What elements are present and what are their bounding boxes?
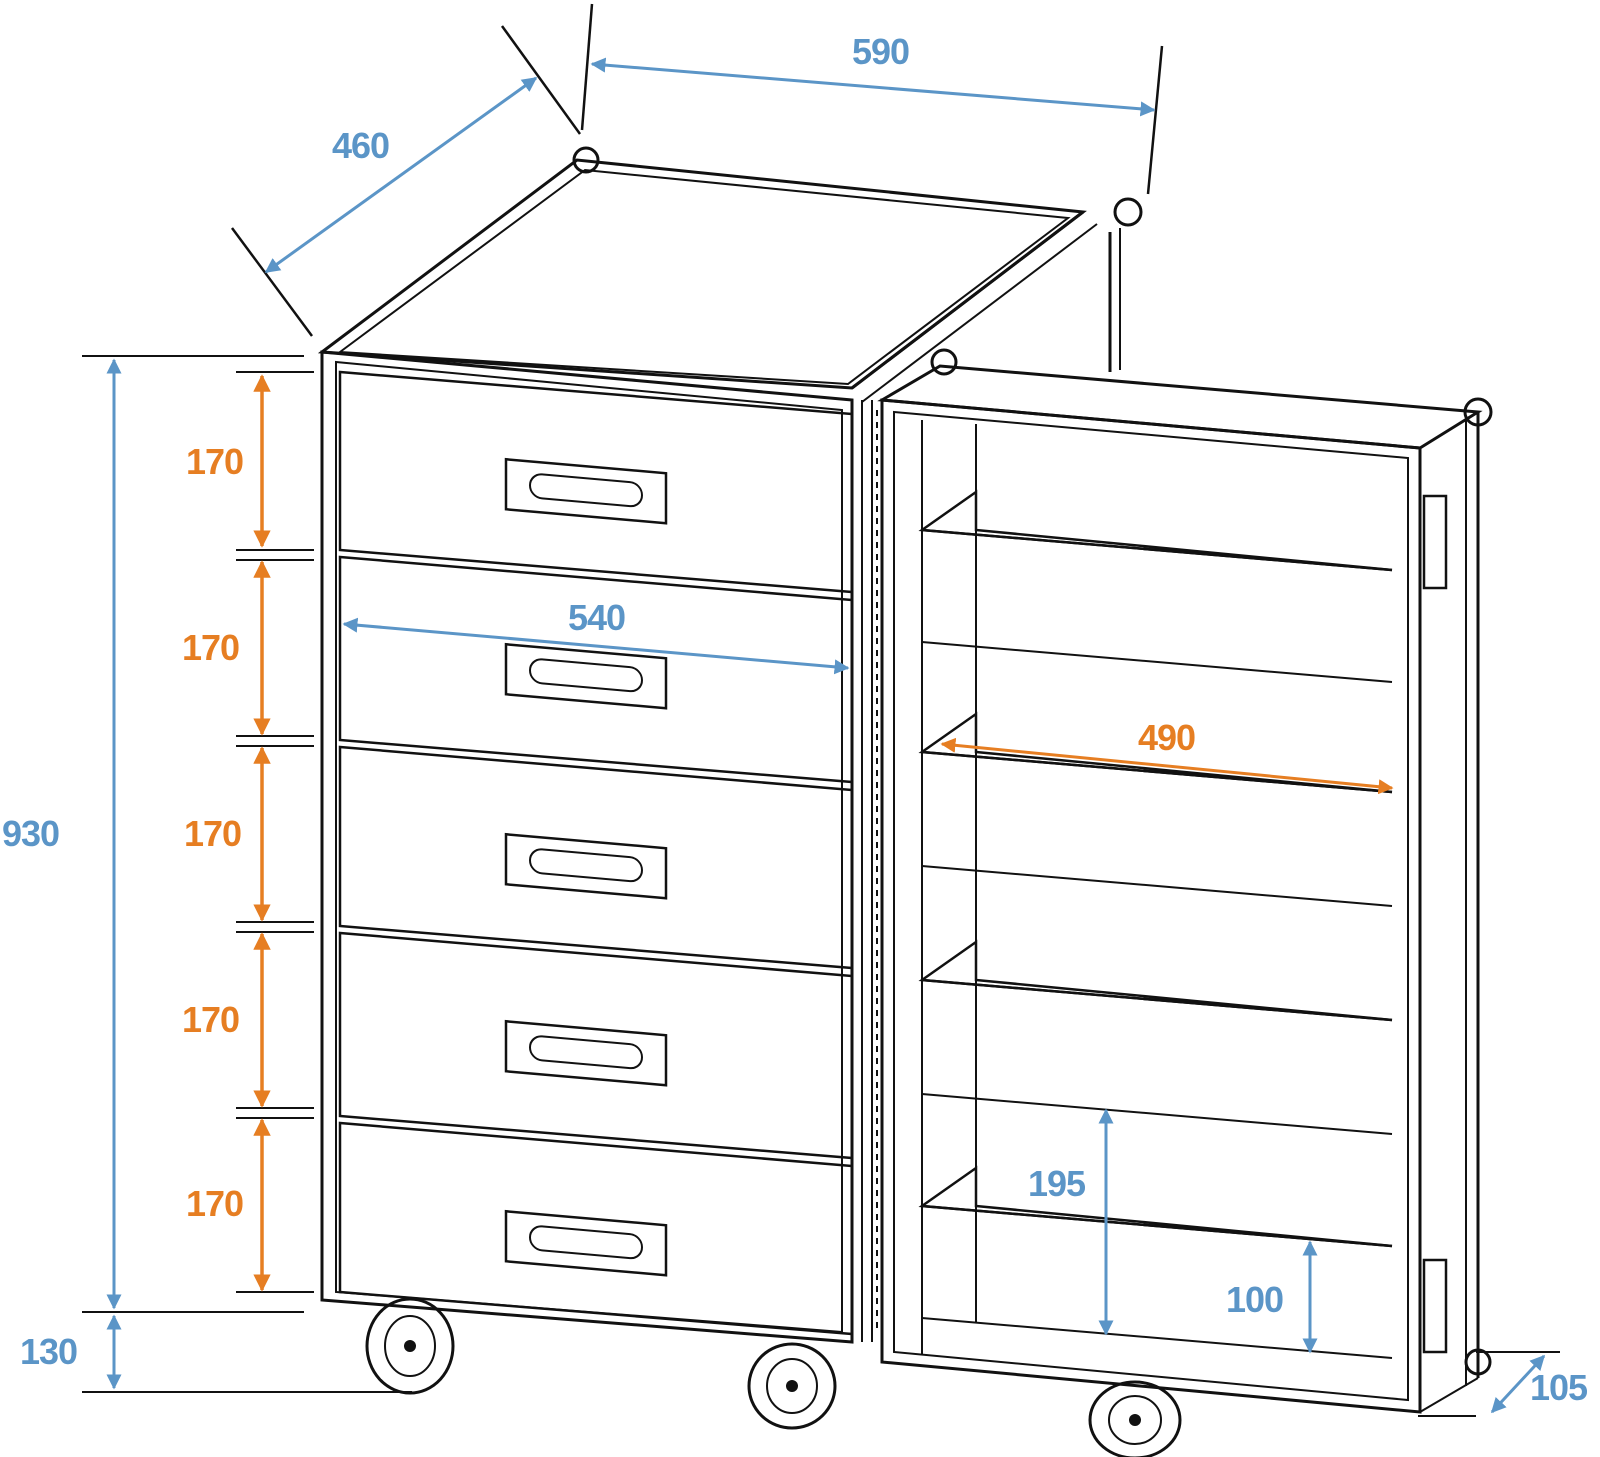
shelf-4 (918, 1165, 1393, 1359)
corner-ball-top-left (572, 146, 600, 174)
shelf-width-label: 490 (1138, 717, 1195, 758)
dimension-lines (82, 3, 1560, 1417)
open-lid-with-shelves (877, 348, 1493, 1457)
drawer-2-height-label: 170 (182, 627, 239, 668)
lid-depth-label: 105 (1530, 1367, 1588, 1408)
corner-ball-lid-top-left (930, 348, 958, 376)
drawer-handle[interactable] (504, 1019, 668, 1087)
latch-bottom[interactable] (1422, 1258, 1448, 1354)
drawer-handle[interactable] (504, 832, 668, 900)
drawer-cabinet (317, 146, 1143, 1430)
drawer-4-height-label: 170 (182, 999, 239, 1040)
corner-ball-lid-bottom-right (1464, 1348, 1492, 1376)
drawer-1[interactable] (338, 370, 854, 594)
drawer-handle[interactable] (504, 457, 668, 525)
caster-wheel-front-right (747, 1342, 837, 1430)
dimension-labels: 460 590 930 130 170 170 170 170 170 540 … (2, 31, 1589, 1408)
shelf-3 (918, 939, 1393, 1135)
drawer-5[interactable] (338, 1121, 854, 1336)
drawer-width-label: 540 (568, 597, 625, 638)
height-label: 930 (2, 813, 59, 854)
drawer-3[interactable] (338, 745, 854, 970)
shelf-1 (918, 489, 1393, 683)
caster-wheel-lid (1088, 1380, 1182, 1457)
shelf-lip-label: 100 (1226, 1279, 1283, 1320)
drawer-3-height-label: 170 (184, 813, 241, 854)
corner-ball-top-right (1113, 197, 1143, 227)
latch-top[interactable] (1422, 494, 1448, 590)
depth-label: 460 (332, 125, 389, 166)
corner-ball-lid-top-right (1463, 397, 1493, 427)
drawer-2[interactable] (338, 555, 854, 784)
shelf-spacing-label: 195 (1028, 1163, 1086, 1204)
drawer-handle[interactable] (504, 1209, 668, 1277)
drawer-4[interactable] (338, 931, 854, 1160)
width-label: 590 (852, 31, 909, 72)
drawer-5-height-label: 170 (186, 1183, 243, 1224)
caster-wheel-front-left (365, 1297, 455, 1395)
wheel-height-label: 130 (20, 1331, 77, 1372)
drawer-1-height-label: 170 (186, 441, 243, 482)
